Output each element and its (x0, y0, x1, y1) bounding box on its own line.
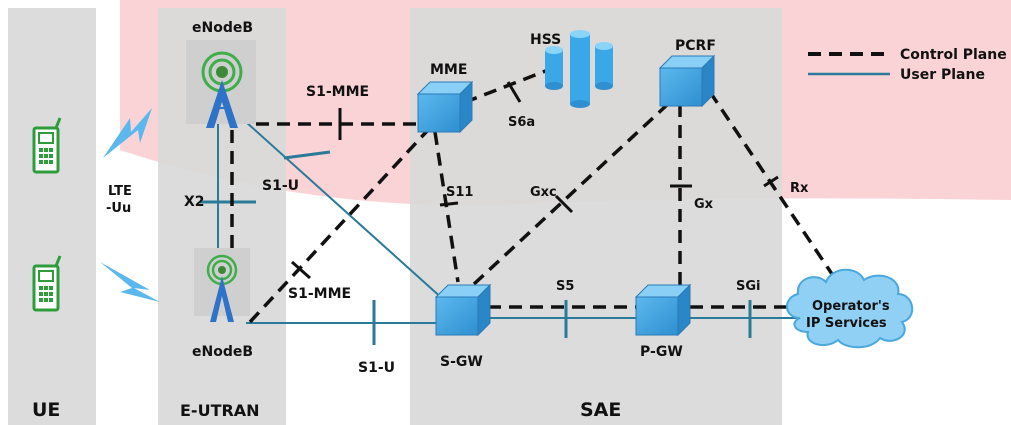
s1-mme-top-label: S1-MME (306, 84, 369, 100)
s11-tick (439, 201, 459, 207)
operator-label-line2: IP Services (806, 316, 887, 331)
pcrf-box-icon (658, 54, 716, 108)
s1-u-top-tick (283, 150, 331, 160)
sgw-box-icon (434, 283, 492, 337)
rx-tick (763, 175, 779, 188)
enodeb-top-icon (186, 40, 256, 128)
hss-label: HSS (530, 32, 561, 48)
mme-label: MME (430, 62, 467, 78)
s1-mme-bottom-label: S1-MME (288, 286, 351, 302)
enodeb-bottom-label: eNodeB (192, 344, 253, 360)
pgw-box-icon (634, 283, 692, 337)
s6a-tick (506, 81, 522, 103)
sae-column-title: SAE (580, 399, 621, 421)
gx-label: Gx (694, 197, 714, 212)
s1-u-top-label: S1-U (262, 178, 299, 194)
pcrf-label: PCRF (675, 38, 716, 54)
sgi-label: SGi (736, 279, 761, 294)
s6a-label: S6a (508, 115, 535, 130)
radio-link-icon (100, 262, 160, 302)
s11-line (433, 131, 460, 283)
s5-label: S5 (556, 279, 574, 294)
radio-link-icon (103, 108, 152, 158)
ue-column (8, 8, 96, 425)
legend-user-label: User Plane (900, 67, 985, 83)
phone-icon (32, 255, 62, 312)
s1-mme-bottom-tick (291, 260, 311, 280)
lte-uu-label-line2: -Uu (106, 201, 131, 216)
phone-icon (32, 117, 62, 174)
gxc-line (472, 102, 670, 286)
operator-label-line1: Operator's (812, 299, 890, 314)
gxc-label: Gxc (530, 185, 557, 200)
enodeb-bottom-icon (194, 248, 250, 322)
eutran-column-title: E-UTRAN (180, 401, 260, 420)
legend-control-label: Control Plane (900, 47, 1007, 63)
enodeb-top-label: eNodeB (192, 20, 253, 36)
gxc-tick (554, 194, 574, 214)
legend: Control Plane User Plane (808, 47, 1007, 83)
s1-u-bottom-label: S1-U (358, 360, 395, 376)
rx-line (708, 91, 838, 281)
s11-label: S11 (446, 185, 473, 200)
hss-database-icon (545, 30, 613, 108)
pgw-label: P-GW (640, 344, 683, 360)
s1-u-top-line (245, 121, 445, 301)
s6a-line (444, 68, 549, 112)
s1-mme-bottom-line (248, 128, 430, 324)
x2-label: X2 (184, 194, 205, 210)
operator-cloud-icon (786, 268, 913, 349)
ue-column-title: UE (32, 399, 60, 421)
lte-uu-label-line1: LTE (108, 184, 132, 199)
rx-label: Rx (790, 181, 809, 196)
sgw-label: S-GW (440, 354, 483, 370)
mme-box-icon (416, 80, 474, 134)
